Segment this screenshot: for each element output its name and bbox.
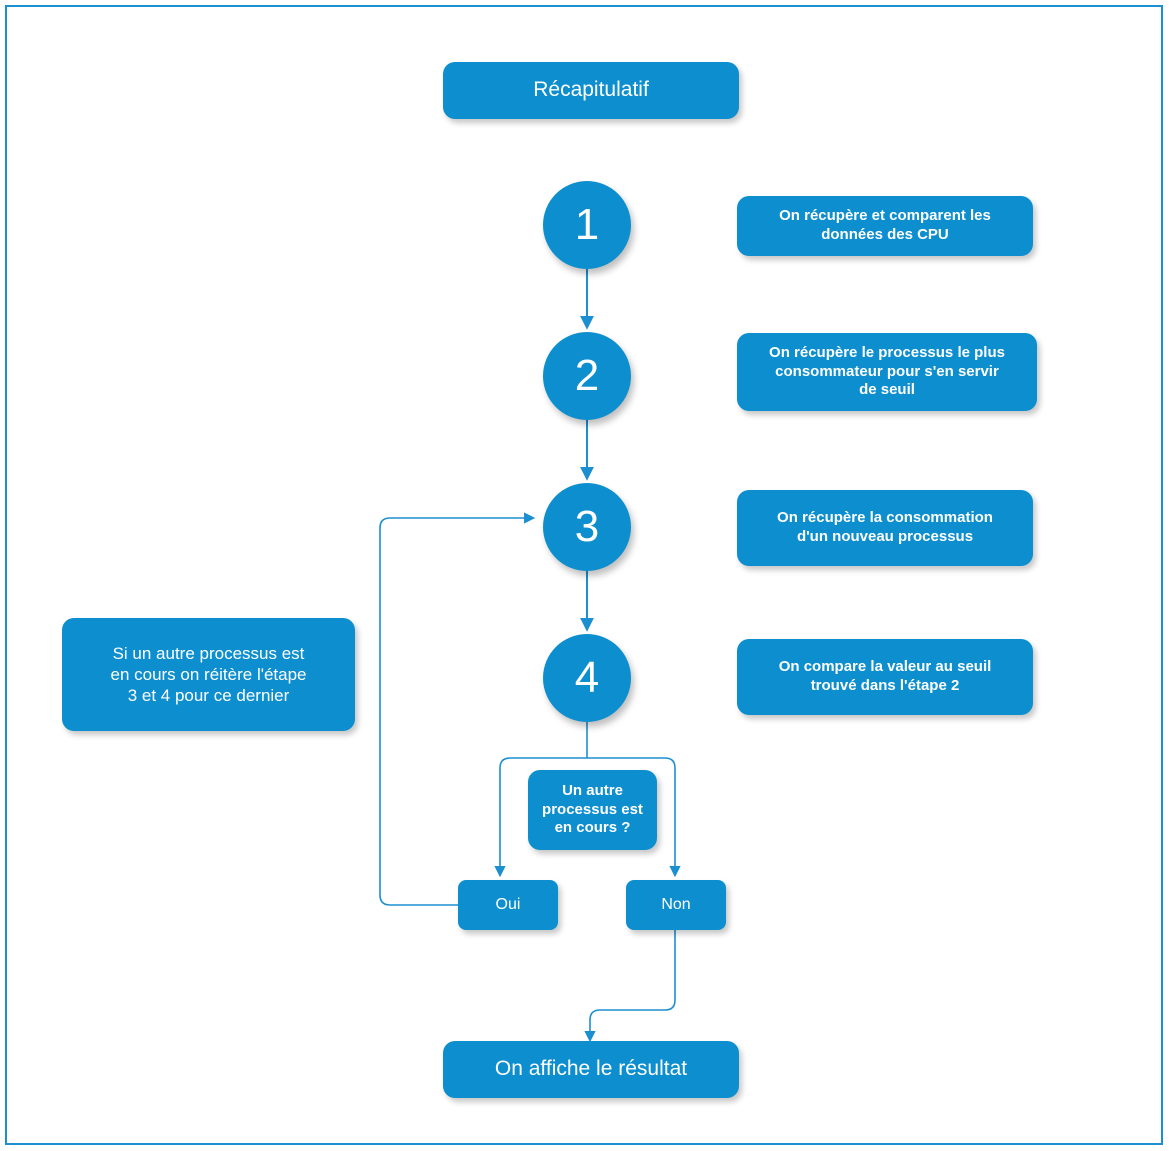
result-node[interactable]: On affiche le résultat [443, 1041, 739, 1098]
connector-split-bar-right [587, 757, 681, 878]
step-circle-2[interactable]: 2 [543, 332, 631, 420]
branch-no[interactable]: Non [626, 880, 726, 930]
connector-split-bar-left [494, 757, 587, 878]
loop-note[interactable]: Si un autre processus est en cours on ré… [62, 618, 355, 731]
branch-yes[interactable]: Oui [458, 880, 558, 930]
connector-oui-loopback [379, 512, 536, 906]
step-description-1[interactable]: On récupère et comparent les données des… [737, 196, 1033, 256]
step-description-2[interactable]: On récupère le processus le plus consomm… [737, 333, 1037, 411]
step-description-3[interactable]: On récupère la consommation d'un nouveau… [737, 490, 1033, 566]
step-circle-4[interactable]: 4 [543, 634, 631, 722]
step-description-4[interactable]: On compare la valeur au seuil trouvé dan… [737, 639, 1033, 715]
title-node[interactable]: Récapitulatif [443, 62, 739, 119]
decision-node[interactable]: Un autre processus est en cours ? [528, 770, 657, 850]
step-circle-3[interactable]: 3 [543, 483, 631, 571]
step-circle-1[interactable]: 1 [543, 181, 631, 269]
connector-non-result [584, 930, 676, 1043]
